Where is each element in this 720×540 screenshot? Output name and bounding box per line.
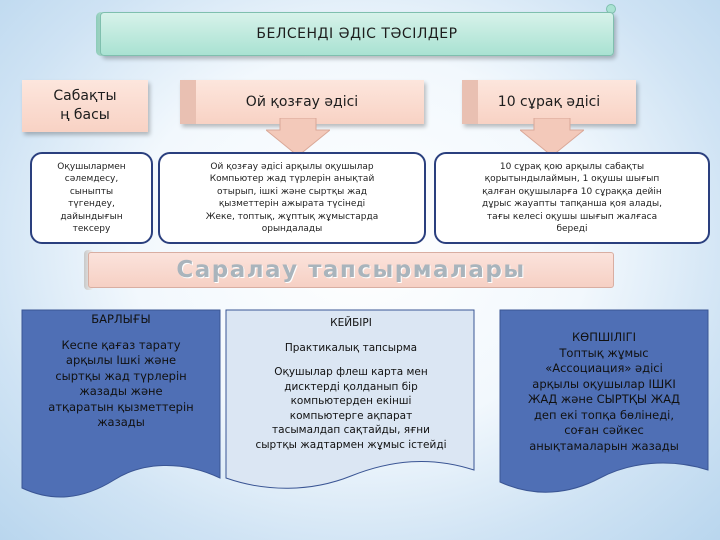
task-line: сыртқы жад түрлерін [55, 368, 187, 383]
task-line: жазады [97, 415, 145, 429]
task-line: ЖАД және СЫРТҚЫ ЖАД [528, 392, 680, 406]
heading-right-bevel [462, 80, 478, 124]
desc-line: қорытындылаймын, 1 оқушы шығып [484, 174, 660, 184]
desc-line: Жеке, топтық, жұптық жұмыстарда [205, 211, 379, 222]
task-line: арқылы Ішкі және [65, 353, 177, 367]
desc-line: отырып, ішкі және сыртқы жад [217, 186, 367, 197]
description-lesson-start: Оқушылармен сәлемдесу, сыныпты түгендеу,… [30, 152, 153, 244]
task-line: компьютерге ақпарат [289, 409, 413, 422]
task-most-shape [499, 309, 709, 493]
heading-ten-questions-label: 10 сұрақ әдісі [497, 94, 601, 110]
task-some: КЕЙБІРІ Практикалық тапсырма Оқушылар фл… [232, 316, 470, 452]
task-most: КӨПШІЛІГІ Топтық жұмыс «Ассоциация» әдіс… [504, 330, 704, 454]
heading-lesson-start: Сабақты ң басы [22, 80, 148, 132]
task-line: дисктерді қолданып бір [284, 380, 418, 393]
desc-line: түгендеу, [68, 199, 115, 209]
desc-line: тексеру [72, 224, 111, 234]
desc-line: Компьютер жад түрлерін анықтай [209, 174, 375, 184]
task-some-shape [225, 309, 475, 489]
desc-line: Оқушылармен [57, 161, 126, 172]
task-line: соған сәйкес [564, 423, 644, 437]
heading-lesson-start-line1: Сабақты [53, 88, 117, 104]
heading-mid-bevel [180, 80, 196, 124]
differentiated-tasks-banner: Саралау тапсырмалары [88, 252, 614, 288]
arrow-down-icon [520, 118, 584, 157]
arrow-down-icon [266, 118, 330, 157]
desc-line: 10 сұрақ қою арқылы сабақты [499, 161, 645, 172]
desc-line: дайындығын [60, 211, 123, 222]
desc-line: тағы келесі оқушы шығып жалғаса [486, 211, 658, 222]
heading-brainstorm-label: Ой қозғау әдісі [245, 94, 359, 110]
task-all: БАРЛЫҒЫ Кеспе қағаз тарату арқылы Ішкі ж… [26, 312, 216, 431]
desc-line: сыныпты [69, 186, 114, 197]
heading-ten-questions-method: 10 сұрақ әдісі [462, 80, 636, 124]
task-some-subheading: Практикалық тапсырма [284, 341, 418, 354]
desc-line: қызметтерін ажырата түсінеді [218, 199, 366, 209]
task-line: сыртқы жадтармен жұмыс істейді [255, 438, 447, 451]
task-line: Оқушылар флеш карта мен [274, 366, 428, 378]
task-line: тасымалдап сақтайды, яғни [272, 424, 430, 436]
task-line: атқаратын қызметтерін [48, 399, 194, 414]
task-line: жазады және [79, 384, 163, 398]
desc-line: дұрыс жауапты тапқанша қоя алады, [481, 199, 662, 209]
desc-line: қалған оқушыларға 10 сұраққа дейін [482, 186, 662, 197]
task-most-heading: КӨПШІЛІГІ [572, 330, 636, 344]
task-line: арқылы оқушылар ІШКІ [532, 376, 676, 391]
task-line: компьютерден екінші [290, 395, 412, 407]
task-all-shape [21, 309, 221, 498]
description-brainstorm: Ой қозғау әдісі арқылы оқушылар Компьюте… [158, 152, 426, 244]
desc-line: Ой қозғау әдісі арқылы оқушылар [210, 161, 374, 172]
task-some-heading: КЕЙБІРІ [330, 317, 372, 329]
task-line: «Ассоциация» әдісі [545, 361, 663, 375]
heading-brainstorm-method: Ой қозғау әдісі [180, 80, 424, 124]
desc-line: сәлемдесу, [64, 174, 119, 184]
desc-line: орындалады [261, 224, 323, 234]
task-line: деп екі топқа бөлінеді, [533, 407, 675, 422]
page-title: БЕЛСЕНДІ ӘДІС ТӘСІЛДЕР [100, 12, 614, 56]
heading-lesson-start-line2: ң басы [60, 107, 110, 123]
task-all-heading: БАРЛЫҒЫ [91, 312, 151, 326]
description-ten-questions: 10 сұрақ қою арқылы сабақты қорытындылай… [434, 152, 710, 244]
task-line: Кеспе қағаз тарату [61, 337, 181, 352]
desc-line: береді [556, 224, 588, 234]
task-line: Топтық жұмыс [559, 345, 649, 360]
task-line: анықтамаларын жазады [529, 438, 679, 453]
